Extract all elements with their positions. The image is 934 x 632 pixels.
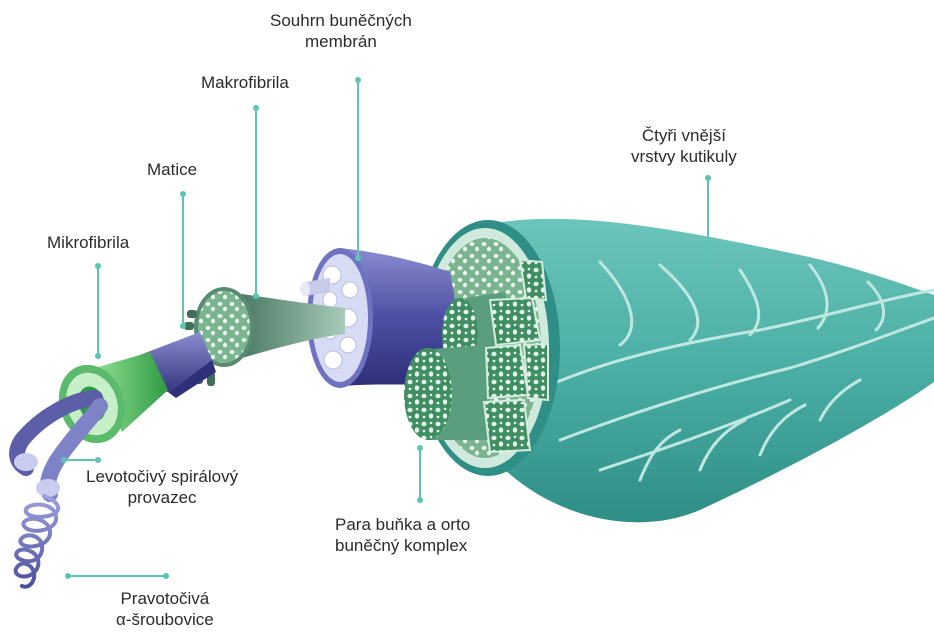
- label-microfibril: Mikrofibrila: [47, 232, 129, 253]
- label-right-handed-helix: Pravotočivá α-šroubovice: [116, 588, 214, 630]
- label-macrofibril: Makrofibrila: [201, 72, 289, 93]
- label-para-ortho-line2: buněčný komplex: [335, 535, 470, 556]
- label-cuticle-line1: Čtyři vnější: [631, 125, 737, 146]
- label-left-handed-strand: Levotočivý spirálový provazec: [86, 466, 238, 508]
- label-cuticle-line2: vrstvy kutikuly: [631, 146, 737, 167]
- label-macrofibril-text: Makrofibrila: [201, 72, 289, 93]
- label-membranes-line1: Souhrn buněčných: [270, 10, 412, 31]
- label-para-ortho-complex: Para buňka a orto buněčný komplex: [335, 514, 470, 556]
- label-matrix: Matice: [147, 159, 197, 180]
- label-membranes-line2: membrán: [270, 31, 412, 52]
- label-cuticle-layers: Čtyři vnější vrstvy kutikuly: [631, 125, 737, 167]
- label-microfibril-text: Mikrofibrila: [47, 232, 129, 253]
- label-para-ortho-line1: Para buňka a orto: [335, 514, 470, 535]
- label-left-strand-line1: Levotočivý spirálový: [86, 466, 238, 487]
- label-left-strand-line2: provazec: [86, 487, 238, 508]
- alpha-helix: [16, 496, 59, 587]
- label-right-helix-line1: Pravotočivá: [116, 588, 214, 609]
- label-right-helix-line2: α-šroubovice: [116, 609, 214, 630]
- label-matrix-text: Matice: [147, 159, 197, 180]
- label-cell-membrane-complex: Souhrn buněčných membrán: [270, 10, 412, 52]
